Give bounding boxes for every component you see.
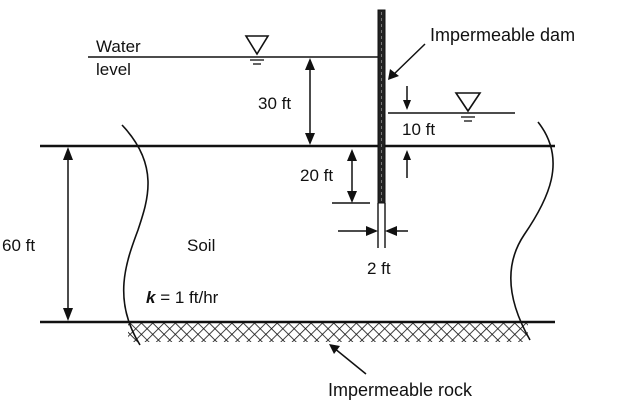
dimension-20ft-arrow [332, 149, 370, 204]
water-level-label-line2: level [96, 60, 131, 79]
dimension-10ft-arrows [403, 86, 411, 178]
dimension-30ft-arrow [305, 58, 315, 145]
soil-label: Soil [187, 236, 215, 255]
dimension-60ft-arrow [63, 147, 73, 321]
dam-width-label: 2 ft [367, 259, 391, 278]
embedment-label: 20 ft [300, 166, 333, 185]
permeability-value: = 1 ft/hr [155, 288, 218, 307]
water-level-triangle-icon [244, 35, 270, 65]
soil-boundary-right [510, 121, 554, 341]
dam-leader-arrow [388, 43, 426, 80]
head-downstream-label: 10 ft [402, 120, 435, 139]
permeability-label: k = 1 ft/hr [146, 288, 219, 307]
rock-leader-arrow [329, 344, 367, 375]
dimension-2ft-arrows [338, 226, 408, 236]
rock-label: Impermeable rock [328, 380, 473, 400]
water-level-label-line1: Water [96, 37, 141, 56]
permeability-symbol: k [146, 288, 157, 307]
dam-label: Impermeable dam [430, 25, 575, 45]
head-upstream-label: 30 ft [258, 94, 291, 113]
soil-boundary-left [121, 124, 149, 346]
soil-depth-label: 60 ft [2, 236, 35, 255]
water-level-triangle-icon [454, 92, 482, 122]
impermeable-rock-hatch [128, 323, 528, 342]
impermeable-dam [377, 9, 386, 204]
